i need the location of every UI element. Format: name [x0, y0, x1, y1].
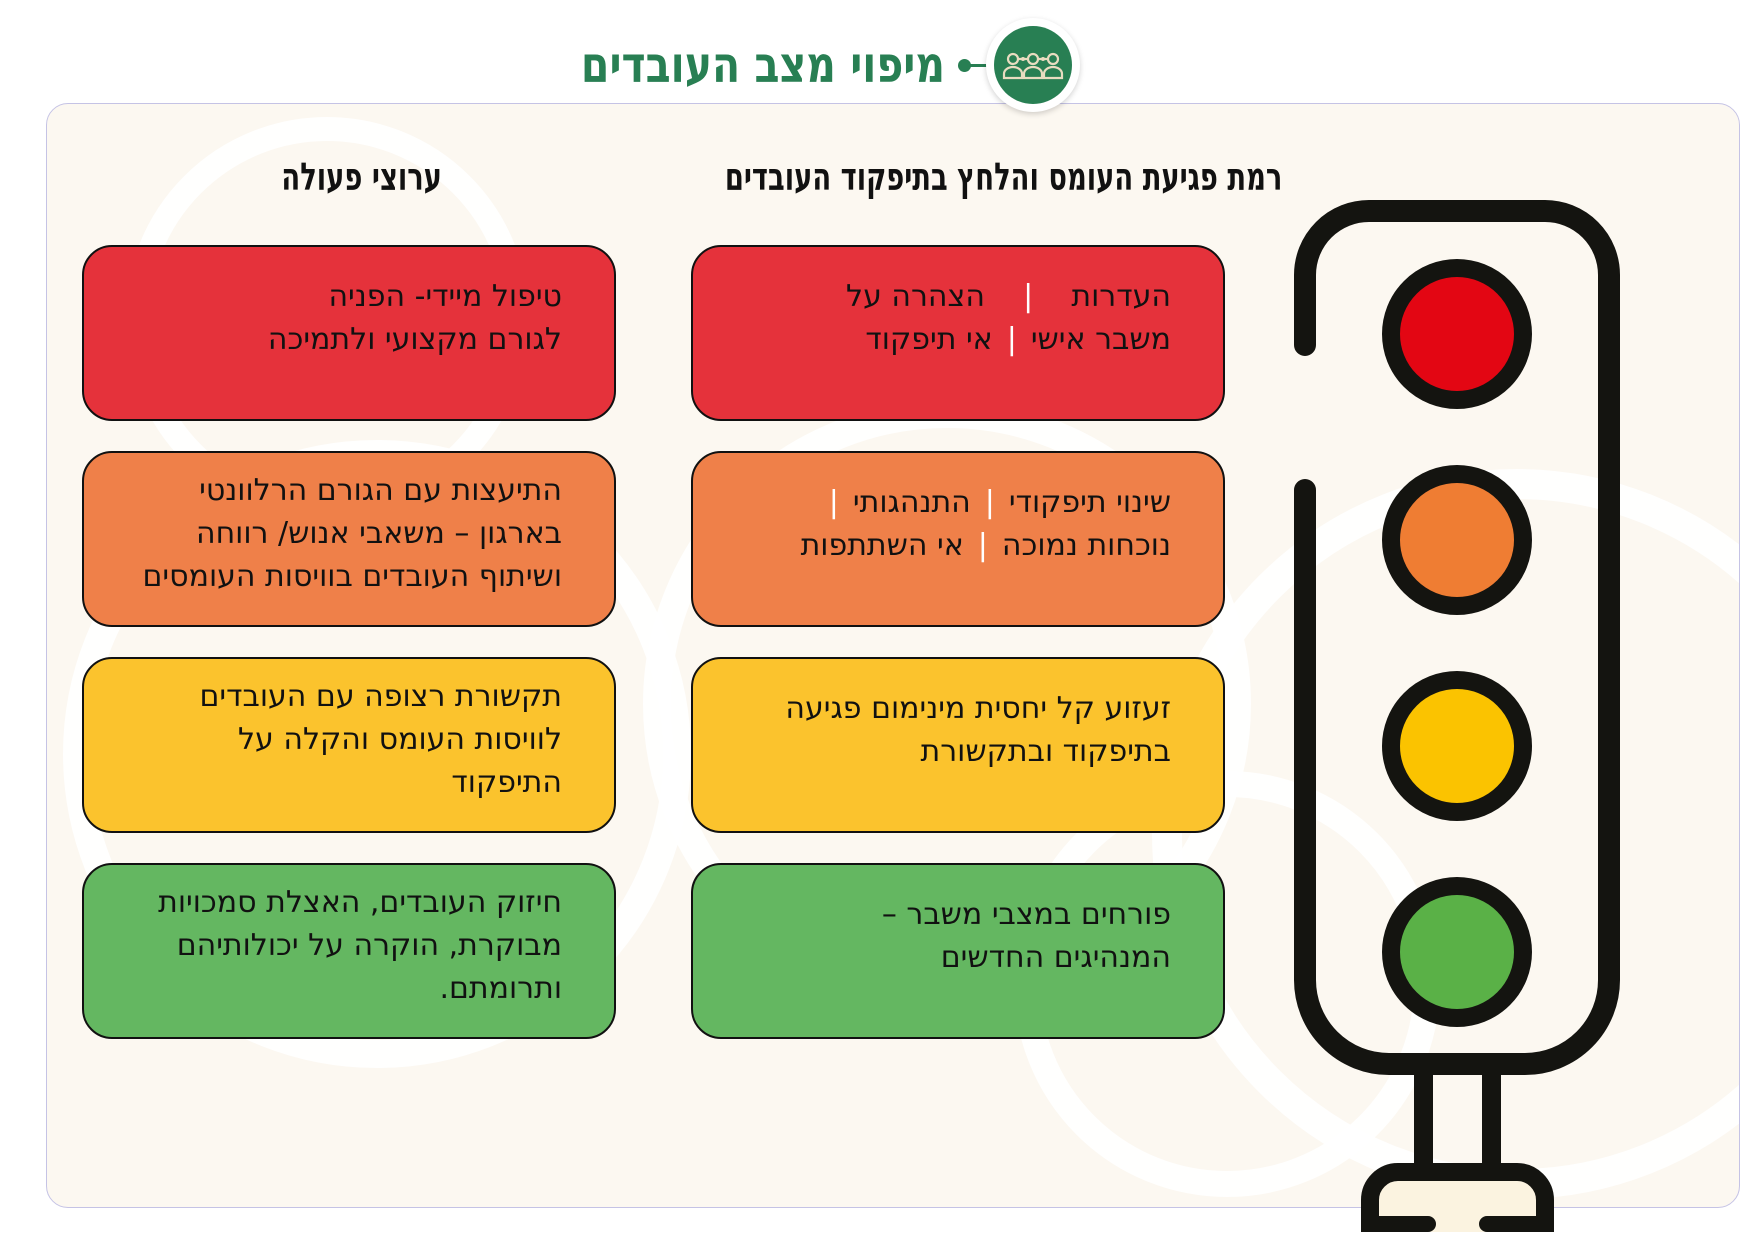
- impact-line: פורחים במצבי משבר –: [881, 897, 1171, 932]
- title-badge: [986, 18, 1080, 112]
- traffic-lamp-yellow: [1382, 671, 1532, 821]
- separator: |: [977, 528, 988, 563]
- action-line: טיפול מיידי- הפניה: [328, 279, 562, 314]
- impact-line: משבר אישי | אי תיפקוד: [713, 318, 1171, 361]
- impact-text: אי השתתפות: [800, 528, 964, 563]
- impact-text: הצהרה על: [846, 279, 985, 314]
- action-line: לגורם מקצועי ולתמיכה: [267, 322, 562, 357]
- impact-line: בתיפקוד ובתקשורת: [920, 734, 1171, 769]
- traffic-lamp-orange: [1382, 465, 1532, 615]
- traffic-lamp-red: [1382, 259, 1532, 409]
- action-line: מבוקרת, הוקרה על יכולותיהם: [176, 927, 562, 963]
- action-box-red: טיפול מיידי- הפניה לגורם מקצועי ולתמיכה: [82, 245, 616, 421]
- impact-text: אי תיפקוד: [865, 322, 993, 357]
- impact-box-orange: שינוי תיפקודי|התנהגותי| נוכחות נמוכה|אי …: [691, 451, 1225, 627]
- action-line: התיעצות עם הגורם הרלוונטי: [199, 472, 562, 508]
- traffic-lamp-green: [1382, 877, 1532, 1027]
- impact-text: שינוי תיפקודי: [1008, 485, 1171, 520]
- impact-line: המנהיגים החדשים: [940, 940, 1171, 975]
- action-box-green: חיזוק העובדים, האצלת סמכויות מבוקרת, הוק…: [82, 863, 616, 1039]
- impact-box-yellow: זעזוע קל יחסית מינימום פגיעה בתיפקוד ובת…: [691, 657, 1225, 833]
- action-line: ושיתוף העובדים בוויסות העומסים: [142, 558, 563, 594]
- action-line: ותרומתם.: [439, 970, 562, 1006]
- action-line: חיזוק העובדים, האצלת סמכויות: [158, 884, 562, 920]
- impact-text: התנהגותי: [852, 485, 971, 520]
- action-line: בארגון – משאבי אנוש/ רווחה: [195, 515, 562, 551]
- people-network-icon: [1002, 52, 1064, 80]
- impact-column-heading: רמת פגיעת העומס והלחץ בתיפקוד העובדים: [724, 155, 1282, 199]
- impact-box-green: פורחים במצבי משבר – המנהיגים החדשים: [691, 863, 1225, 1039]
- separator: |: [1006, 322, 1017, 357]
- impact-box-red: העדרות | הצהרה על משבר אישי | אי תיפקוד: [691, 245, 1225, 421]
- title-connector: [960, 64, 1000, 67]
- actions-column-heading: ערוצי פעולה: [281, 155, 442, 199]
- traffic-light-body: [1294, 200, 1620, 1075]
- impact-line: נוכחות נמוכה | אי השתתפות: [713, 524, 1171, 567]
- impact-text: משבר אישי: [1030, 322, 1171, 357]
- traffic-light-pole-left: [1414, 1070, 1433, 1170]
- impact-text: נוכחות נמוכה: [1001, 528, 1171, 563]
- traffic-light-pole-right: [1482, 1070, 1501, 1170]
- action-line: תקשורת רצופה עם העובדים: [199, 678, 562, 714]
- action-box-orange: התיעצות עם הגורם הרלוונטי בארגון – משאבי…: [82, 451, 616, 627]
- separator: |: [984, 485, 995, 520]
- action-line: התיפקוד: [451, 764, 562, 800]
- impact-line: זעזוע קל יחסית מינימום פגיעה: [785, 691, 1171, 726]
- connector-dot: [958, 59, 971, 72]
- separator: |: [828, 485, 839, 520]
- impact-line: העדרות | הצהרה על: [846, 275, 1171, 318]
- impact-line: שינוי תיפקודי | התנהגותי |: [713, 481, 1171, 524]
- action-box-yellow: תקשורת רצופה עם העובדים לוויסות העומס וה…: [82, 657, 616, 833]
- separator: |: [1023, 279, 1034, 314]
- impact-text: העדרות: [1071, 279, 1171, 314]
- page-title: מיפוי מצב העובדים: [580, 36, 945, 94]
- action-line: לוויסות העומס והקלה על: [237, 721, 562, 757]
